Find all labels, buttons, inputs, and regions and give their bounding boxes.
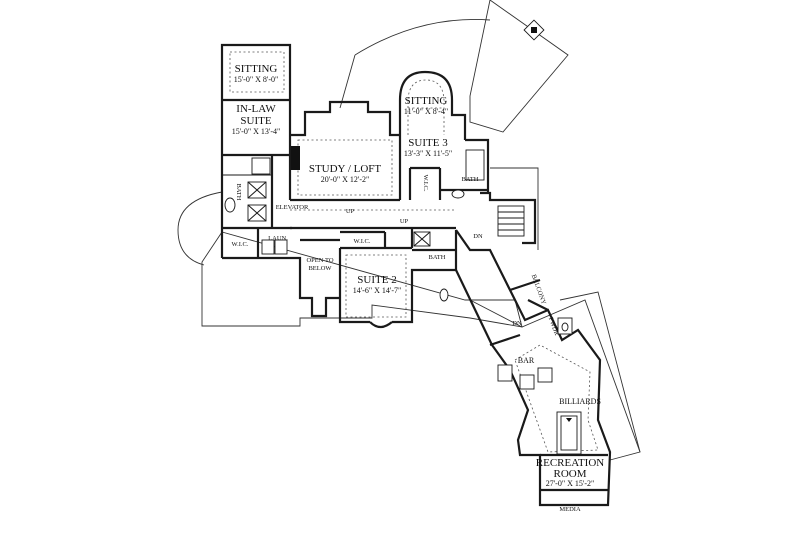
inlaw-suite-label-2: SUITE — [240, 115, 271, 127]
roof-outline — [177, 0, 641, 461]
suite2-label: SUITE 2 — [357, 274, 396, 286]
bath-left-label: BATH — [235, 184, 242, 201]
sitting-right-dims: 11'-0" X 8'-4" — [404, 107, 448, 116]
up-label-1: UP — [346, 208, 355, 215]
recreation-label-1: RECREATION — [536, 457, 605, 469]
wic-left-label: W.I.C. — [232, 241, 249, 248]
fireplace — [291, 146, 300, 170]
laundry-label: LAUN. — [268, 235, 288, 242]
room-labels: SITTING 15'-0" X 8'-0" IN-LAW SUITE 15'-… — [232, 63, 605, 513]
ceiling-details — [229, 51, 599, 453]
open-below-label-1: OPEN TO — [306, 257, 333, 264]
study-loft-dims: 20'-0" X 12'-2" — [321, 175, 370, 184]
balcony-label: BALCONY — [530, 274, 547, 306]
sitting-left-dims: 15'-0" X 8'-0" — [234, 75, 279, 84]
suite3-label: SUITE 3 — [408, 137, 448, 149]
fixtures — [224, 146, 582, 455]
recreation-dims: 27'-0" X 15'-2" — [546, 479, 595, 488]
suite2-dims: 14'-6" X 14'-7" — [353, 286, 402, 295]
open-below-label-2: BELOW — [308, 265, 332, 272]
wic-right-label: W.I.C. — [422, 175, 429, 192]
inlaw-suite-label-1: IN-LAW — [236, 103, 276, 115]
study-loft-label: STUDY / LOFT — [309, 163, 382, 175]
suite3-dims: 13'-3" X 11'-5" — [404, 149, 452, 158]
wic-mid-label: W.I.C. — [354, 238, 371, 245]
bath-right-label: BATH — [462, 176, 479, 183]
bar-label: BAR — [518, 356, 535, 365]
bath-mid-label: BATH — [429, 254, 446, 261]
sitting-right-label: SITTING — [405, 95, 448, 107]
inlaw-suite-dims: 15'-0" X 13'-4" — [232, 127, 281, 136]
sitting-left-label: SITTING — [235, 63, 278, 75]
media-label: MEDIA — [559, 506, 581, 513]
up-label-2: UP — [400, 218, 409, 225]
exterior-walls — [220, 43, 612, 507]
elevator-label: ELEVATOR — [276, 204, 309, 211]
billiards-table — [556, 411, 582, 455]
interior-walls — [222, 98, 608, 492]
billiards-label: BILLIARDS — [559, 397, 601, 406]
dn-label-2: DN — [512, 320, 522, 327]
recreation-label-2: ROOM — [553, 468, 586, 480]
dn-label-1: DN — [473, 233, 483, 240]
